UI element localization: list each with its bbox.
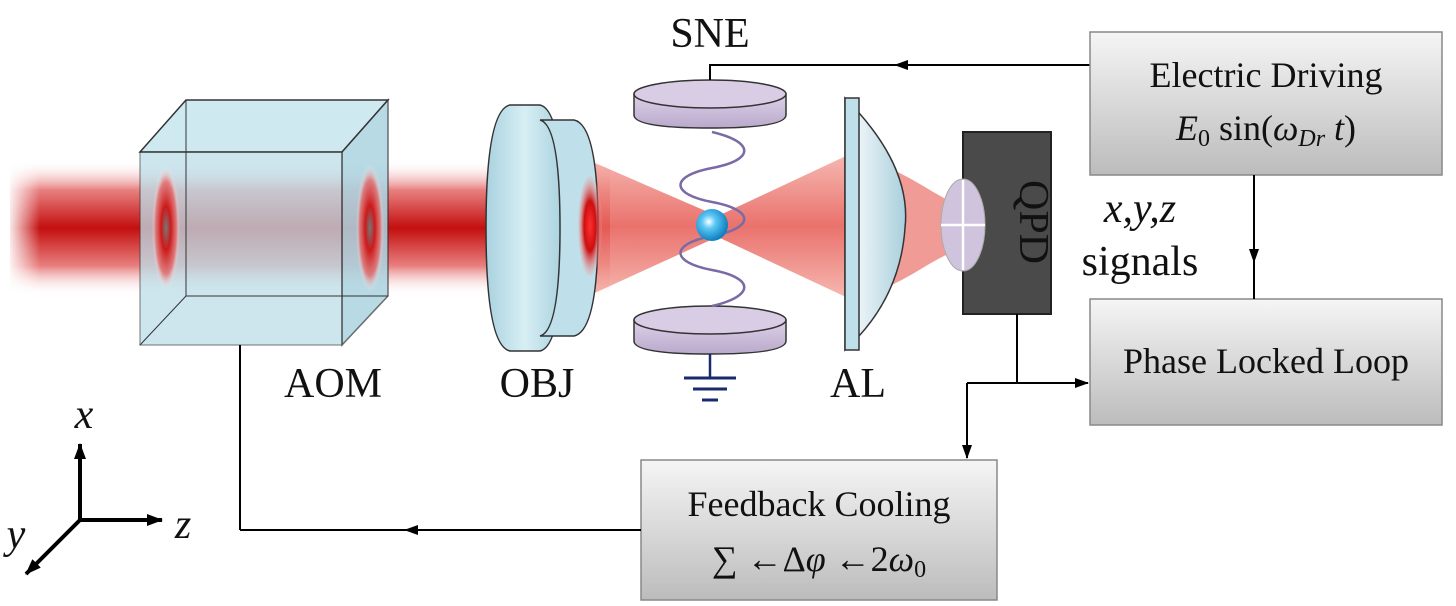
electric-driving-formula: E0 sin(ωDr t) — [1175, 108, 1356, 152]
axis-z-label: z — [174, 502, 191, 548]
levitated-particle — [696, 209, 728, 241]
electric-driving-title: Electric Driving — [1150, 55, 1383, 95]
signals-label: signals — [1082, 239, 1199, 285]
qpd-detector — [940, 131, 1052, 315]
aom-label: AOM — [284, 361, 382, 407]
qpd-label: QPD — [1010, 180, 1056, 264]
feedback-cooling-formula: ∑ ←Δφ ←2ω0 — [712, 539, 926, 583]
electric-driving-box: Electric Driving E0 sin(ωDr t) — [1089, 31, 1443, 176]
feedback-cooling-title: Feedback Cooling — [688, 484, 951, 524]
xyz-signals-label: x,y,z — [1103, 186, 1176, 232]
aspheric-lens — [844, 96, 907, 352]
obj-label: OBJ — [500, 361, 575, 407]
sne-label: SNE — [670, 11, 749, 57]
aom-cube — [138, 98, 390, 347]
phase-locked-loop-title: Phase Locked Loop — [1123, 341, 1409, 381]
objective-lens — [485, 104, 602, 352]
signal-wires — [239, 60, 1259, 535]
phase-locked-loop-box: Phase Locked Loop — [1089, 298, 1443, 426]
al-label: AL — [830, 361, 886, 407]
feedback-cooling-box: Feedback Cooling ∑ ←Δφ ←2ω0 — [640, 459, 998, 601]
axis-y-label: y — [3, 512, 26, 558]
axis-x-label: x — [74, 392, 94, 438]
coordinate-axes — [24, 443, 163, 576]
sne-electrodes — [633, 64, 1090, 402]
